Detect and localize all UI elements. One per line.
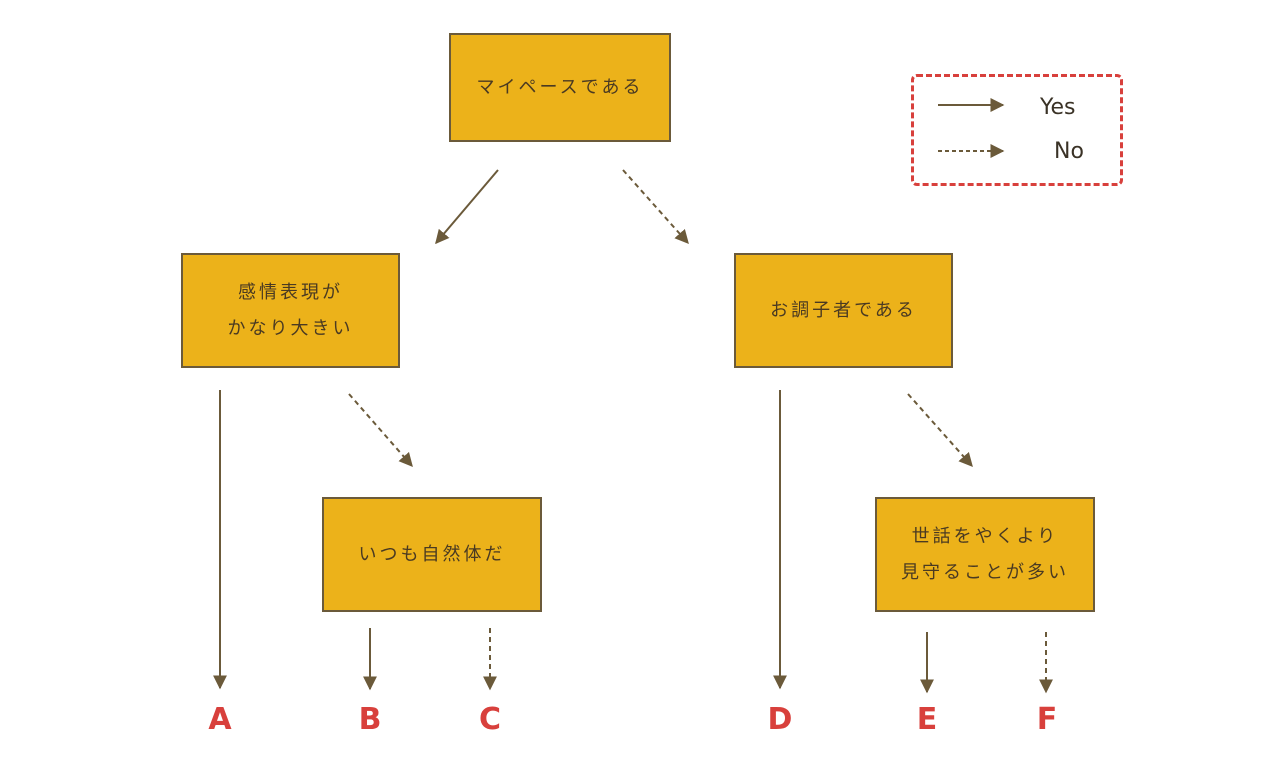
node-right-line-1: お調子者である bbox=[770, 299, 917, 321]
node-left-line-1: 感情表現が bbox=[238, 281, 343, 303]
outcome-d: D bbox=[767, 702, 793, 737]
outcome-b: B bbox=[358, 702, 382, 737]
node-left: 感情表現が かなり大きい bbox=[181, 253, 400, 368]
node-root-line-1: マイペースである bbox=[476, 76, 644, 98]
legend: Yes No bbox=[911, 74, 1123, 186]
node-right: お調子者である bbox=[734, 253, 953, 368]
legend-yes-label: Yes bbox=[1040, 95, 1076, 120]
node-right-child-line-2: 見守ることが多い bbox=[901, 561, 1069, 583]
legend-no-label: No bbox=[1054, 139, 1084, 164]
node-left-child: いつも自然体だ bbox=[322, 497, 542, 612]
outcome-c: C bbox=[478, 702, 502, 737]
node-right-child: 世話をやくより 見守ることが多い bbox=[875, 497, 1095, 612]
node-left-child-line-1: いつも自然体だ bbox=[358, 543, 506, 565]
node-right-child-line-1: 世話をやくより bbox=[911, 525, 1059, 547]
outcome-f: F bbox=[1036, 702, 1058, 737]
node-root: マイペースである bbox=[449, 33, 671, 142]
arrow-right-no bbox=[907, 393, 973, 468]
arrow-root-no bbox=[622, 169, 689, 245]
node-left-line-2: かなり大きい bbox=[227, 317, 354, 339]
arrow-left-no bbox=[348, 393, 413, 468]
outcome-a: A bbox=[208, 702, 232, 737]
arrow-root-yes bbox=[435, 169, 499, 245]
outcome-e: E bbox=[916, 702, 938, 737]
